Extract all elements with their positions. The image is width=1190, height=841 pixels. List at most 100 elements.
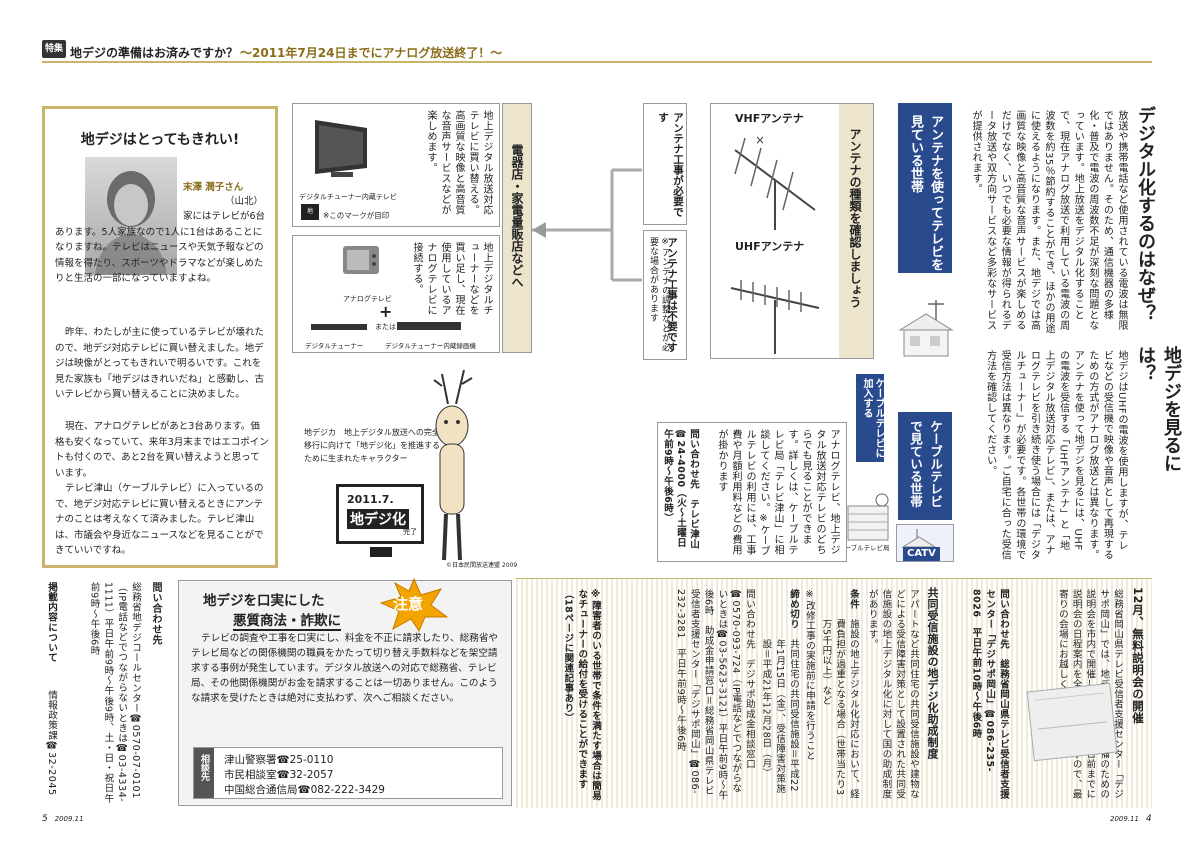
vhf-note: アンテナ工事が必要です — [657, 112, 684, 217]
store-option-1-text: 地上デジタル放送対応テレビに買い替える。高画質な映像と高音質な音声サービスなどが… — [425, 110, 492, 215]
cable-contact: 問い合わせ先 テレビ津山☎24-4000（火〜土曜日午前9時〜午後6時） — [662, 429, 699, 549]
interviewee-photo — [85, 157, 177, 275]
subsidy-title: 共同受信施設の地デジ化助成制度 — [926, 587, 939, 760]
why-body: 放送や携帯電話など使用されている電波は無限ではありません。そのため、通信機器の多… — [970, 110, 1127, 334]
cable-household-box: ケーブルテレビで見ている世帯 — [898, 412, 952, 520]
interview-paragraph-2: 昨年、わたしが主に使っているテレビが壊れたので、地デジ対応テレビに買い替えました… — [55, 327, 265, 401]
inquiry-body: 総務省地デジコールセンター☎0570-07-0101（IP電話などでつながらない… — [88, 582, 141, 804]
antenna-type-title-strip: アンテナの種類を確認しましょう — [839, 104, 873, 358]
interview-paragraph-1: 家にはテレビが6台あります。5人家族なので1人に1台はあることになりますね。テレ… — [55, 211, 266, 285]
consult-box: 相談先 津山警察署☎25-0110 市民相談室☎32-2057 中国総合通信局☎… — [193, 747, 503, 799]
vhf-antenna-icon: × — [725, 130, 825, 230]
subsidy-disabled-note: ※障害者のいる世帯で条件を満たす場合は簡易なチューナーの給付を受けることができま… — [562, 589, 601, 801]
consult-contact-2: 市民相談室☎32-2057 — [224, 769, 334, 781]
flow-lines — [532, 100, 902, 420]
scam-warning-box: 地デジを口実にした 悪質商法・詐欺に 注意 テレビの調査や工事を口実にし、料金を… — [178, 577, 512, 806]
antenna-type-title: アンテナの種類を確認しましょう — [848, 128, 862, 308]
uhf-note-sub: ※アンテナの調整などが必要な場合があります — [648, 237, 670, 352]
tuner-icon — [311, 324, 367, 330]
consult-contact-3: 中国総合通信局☎082-222-3429 — [224, 784, 385, 796]
antenna-household-box: アンテナを使ってテレビを見ている世帯 — [898, 103, 952, 273]
sign-year: 2011.7. — [347, 493, 394, 506]
uhf-note-main: アンテナ工事は不要です — [666, 237, 678, 353]
interview-paragraph-4: テレビ津山（ケーブルテレビ）に入っているので、地デジ対応テレビに買い替えるときに… — [55, 483, 264, 557]
consult-label-strip: 相談先 — [194, 748, 214, 798]
tv-label: デジタルチューナー内蔵テレビ — [299, 193, 397, 201]
caution-badge: 注意 — [379, 577, 449, 633]
analog-tv-icon — [341, 244, 381, 278]
content-inquiry-label: 掲載内容について — [46, 582, 57, 663]
footer-left: 5 2009.11 — [42, 814, 84, 824]
subsidy-deadline: 共同住宅の共同受信施設＝平成22年1月15日（金）、受信障害対策施設＝平成21年… — [760, 639, 799, 794]
scam-title-1: 地デジを口実にした — [203, 593, 325, 609]
cable-join-box: ケーブルテレビに加入する — [856, 374, 884, 462]
mascot-illustration — [412, 364, 494, 564]
interviewee-name: 末澤 潤子さん — [183, 182, 244, 193]
cable-household: ケーブルテレビで見ている世帯 — [908, 420, 943, 508]
sign-main: 地デジ化 — [347, 509, 409, 529]
house-antenna-icon — [896, 296, 956, 360]
header-subtitle: 〜2011年7月24日までにアナログ放送終了！〜 — [240, 46, 503, 60]
uhf-antenna-icon — [725, 258, 825, 354]
store-option-2: アナログテレビ + または デジタルチューナー デジタルチューナー内蔵録画機 地… — [292, 235, 500, 353]
antenna-household: アンテナを使ってテレビを見ている世帯 — [908, 115, 943, 271]
mascot-description: 地デジカ 地上デジタル放送への完全移行に向けて「地デジ化」を推進するために生まれ… — [304, 428, 440, 463]
subsidy-contact: 問い合わせ先 デジサポ助成金相談窓口☎0570-093-724（IP電話などでつ… — [675, 589, 755, 801]
postcard-lines — [1034, 692, 1108, 730]
plus-icon: + — [379, 302, 393, 321]
caution-label: 注意 — [393, 595, 424, 613]
seminar-postcard — [1026, 682, 1118, 762]
mark-note: ※このマークが目印 — [323, 211, 390, 220]
scam-body: テレビの調査や工事を口実にし、料金を不正に請求したり、総務省やテレビ局などの関係… — [191, 633, 499, 704]
footer-right: 2009.11 4 — [1110, 814, 1152, 824]
store-title-box: 電器店・家電量販店などへ — [502, 103, 532, 353]
page-header: 特集 地デジの準備はお済みですか？ 〜2011年7月24日までにアナログ放送終了… — [42, 40, 1152, 66]
cable-station-label: ケーブルテレビ局 — [838, 544, 890, 552]
subsidy-cond-label: 条件 — [848, 589, 859, 609]
subsidy-body: アパートなど共同住宅の共同受信施設や建物などによる受信障害対策として設置された共… — [866, 589, 919, 799]
consult-label: 相談先 — [199, 754, 209, 781]
catv-badge: CATV — [896, 524, 954, 562]
subsidy-cond: 施設の地上デジタル化対応において、経費負担が過重となる場合（世帯当たり3万5千円… — [820, 619, 859, 799]
why-title: デジタル化するのはなぜ？ — [1135, 106, 1156, 322]
howto-body: 地デジはUHFの電波を使用しますが、テレビなどの受信機で映像や音声として再現する… — [984, 350, 1127, 560]
right-page-number: 4 — [1145, 814, 1152, 824]
cable-station-icon — [842, 490, 894, 542]
vhf-label: VHFアンテナ — [735, 112, 804, 125]
subsidy-deadline-label: 締め切り — [788, 589, 799, 629]
store-option-1: デジタルチューナー内蔵テレビ 地 ※このマークが目印 地上デジタル放送対応テレビ… — [292, 103, 500, 227]
consult-contact-1: 津山警察署☎25-0110 — [224, 754, 334, 766]
cable-info-text: アナログテレビ、地上デジタル放送対応テレビのどちらでも見ることができます。詳しく… — [716, 429, 839, 556]
mascot-copyright: ©日本民間放送連盟 2009 — [446, 562, 518, 569]
header-title: 地デジの準備はお済みですか？ — [70, 46, 239, 60]
antenna-type-box: VHFアンテナ × UHFアンテナ アンテナの種類を確認しましょう — [710, 103, 874, 359]
uhf-note-box: アンテナ工事は不要です ※アンテナの調整などが必要な場合があります — [643, 230, 687, 360]
seminar-title: 12月、無料説明会の開催 — [1131, 587, 1145, 725]
cable-join: ケーブルテレビに加入する — [861, 378, 884, 458]
cable-info-box: アナログテレビ、地上デジタル放送対応テレビのどちらでも見ることができます。詳しく… — [657, 422, 847, 562]
bottom-info-band: 12月、無料説明会の開催 総務省岡山県テレビ受信者支援センター「デジサポ岡山」で… — [516, 578, 1152, 808]
vhf-note-box: アンテナ工事が必要です — [643, 103, 687, 225]
sign-end: 完了 — [403, 528, 417, 536]
interviewee-area: （山北） — [225, 196, 264, 207]
tv-illustration — [311, 116, 371, 178]
sign-stand — [370, 547, 392, 557]
header-rule — [42, 61, 1152, 63]
recorder-icon — [397, 322, 461, 330]
left-issue-date: 2009.11 — [54, 815, 84, 823]
recorder-label: デジタルチューナー内蔵録画機 — [385, 342, 476, 350]
store-option-2-text: 地上デジタルチューナーなどを買い足し、現在使用しているアナログテレビに接続する。 — [411, 242, 492, 316]
svg-text:×: × — [755, 133, 765, 147]
subsidy-note: ※改修工事の実施前に申請を行うこと — [804, 589, 815, 761]
mascot-sign: 2011.7. 地デジ化 完了 — [336, 484, 424, 544]
or-label: または — [375, 323, 396, 331]
uhf-label: UHFアンテナ — [735, 240, 805, 253]
left-page-number: 5 — [42, 814, 48, 824]
interview-box: 地デジはとってもきれい! 末澤 潤子さん （山北） 家にはテレビが6台あります。… — [42, 106, 278, 568]
scam-title-2: 悪質商法・詐欺に — [233, 609, 341, 631]
digital-mark-icon: 地 — [301, 204, 319, 220]
content-inquiry-contact: 情報政策課☎32-2045 — [46, 690, 57, 796]
inquiry-label: 問い合わせ先 — [150, 582, 161, 645]
catv-label: CATV — [903, 547, 940, 561]
howto-title: 地デジを見るには？ — [1135, 346, 1182, 472]
